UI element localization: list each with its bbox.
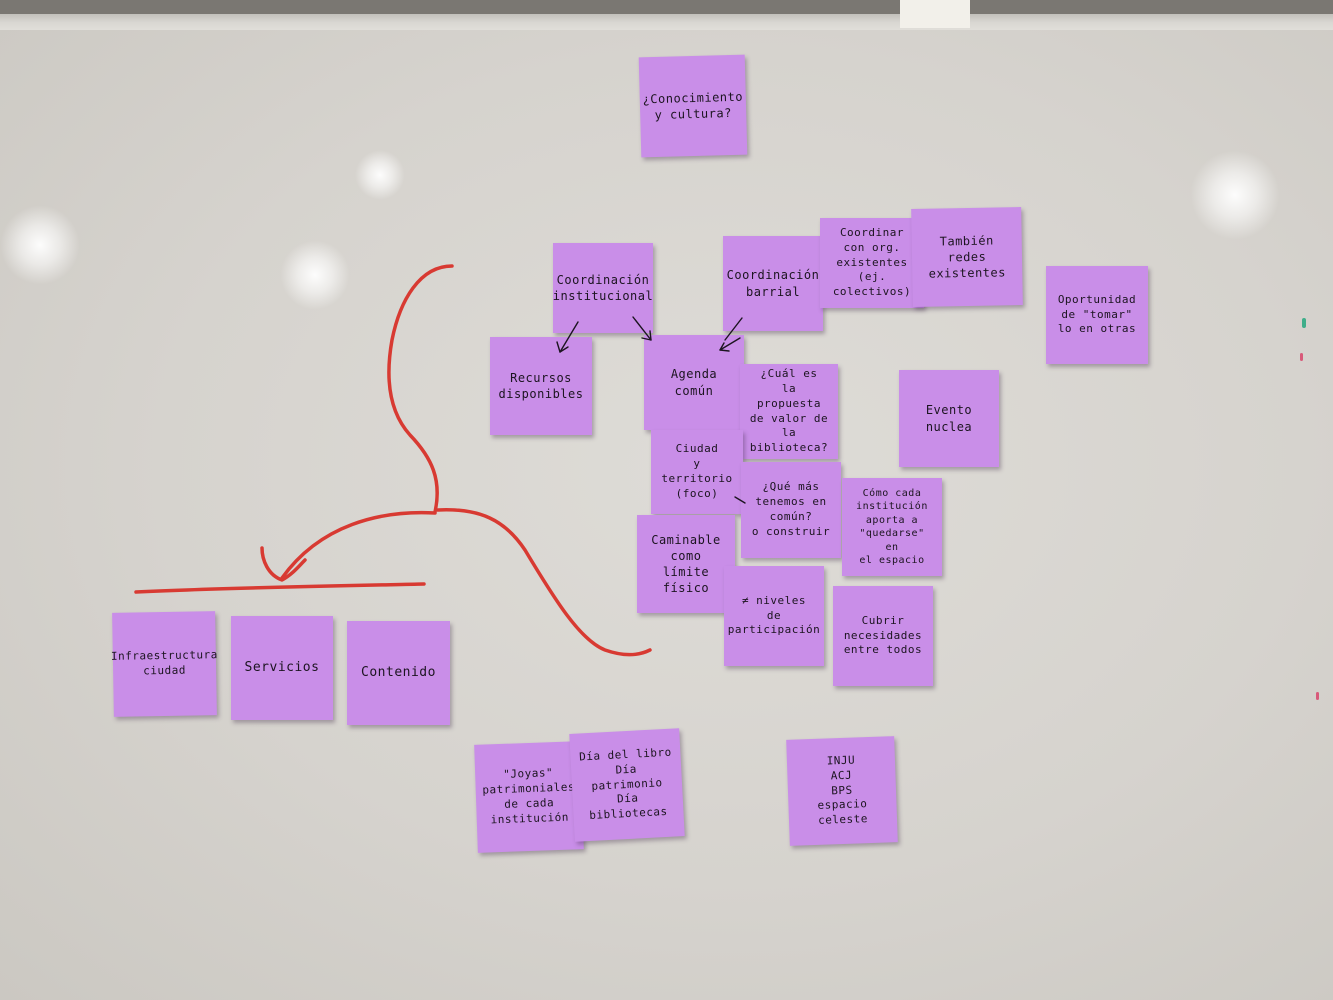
note-text: Contenido (361, 665, 436, 681)
sticky-note-inju: INJU ACJ BPS espacio celeste (786, 736, 898, 846)
sticky-note-coordinacion-institucional: Coordinación institucional (553, 243, 653, 333)
note-text: Cómo cada institución aporta a "quedarse… (856, 487, 928, 567)
sticky-note-tambien-redes: También redes existentes (911, 207, 1023, 307)
sticky-note-coordinacion-barrial: Coordinación barrial (723, 236, 823, 331)
sticky-note-cubrir: Cubrir necesidades entre todos (833, 586, 933, 686)
light-glare (0, 205, 80, 285)
note-text: Caminable como límite físico (651, 532, 721, 596)
sticky-note-oportunidad: Oportunidad de "tomar" lo en otras (1046, 266, 1148, 364)
note-text: Coordinación barrial (726, 268, 820, 299)
sticky-note-caminable: Caminable como límite físico (637, 515, 735, 613)
note-text: Recursos disponibles (498, 370, 584, 401)
sticky-note-que-mas: ¿Qué más tenemos en común? o construir (741, 462, 841, 558)
ceiling-light (900, 0, 970, 28)
note-text: "Joyas" patrimoniales de cada institució… (482, 766, 576, 827)
note-text: Ciudad y territorio (foco) (661, 442, 733, 500)
note-text: ¿Conocimiento y cultura? (642, 89, 744, 123)
marker-dash (1302, 318, 1306, 328)
note-text: ¿Qué más tenemos en común? o construir (751, 480, 831, 538)
sticky-note-coordinar-org: Coordinar con org. existentes (ej. colec… (820, 218, 924, 308)
sticky-note-dia-libro: Día del libro Día patrimonio Día bibliot… (569, 728, 685, 842)
note-text: También redes existentes (928, 233, 1007, 281)
note-text: Evento nuclea (925, 403, 973, 434)
sticky-note-conocimiento: ¿Conocimiento y cultura? (638, 54, 748, 158)
note-text: Oportunidad de "tomar" lo en otras (1057, 292, 1137, 336)
marker-dash (1300, 353, 1303, 361)
sticky-note-agenda: Agenda común (644, 335, 744, 430)
sticky-note-evento: Evento nuclea (899, 370, 999, 467)
sticky-note-joyas: "Joyas" patrimoniales de cada institució… (474, 741, 584, 853)
note-text: Coordinación institucional (552, 272, 654, 303)
light-glare (1190, 150, 1280, 240)
sticky-note-propuesta-valor: ¿Cuál es la propuesta de valor de la bib… (740, 364, 838, 459)
sticky-note-servicios: Servicios (231, 616, 333, 720)
light-glare (280, 240, 350, 310)
sticky-note-como-cada: Cómo cada institución aporta a "quedarse… (842, 478, 942, 576)
sticky-note-recursos: Recursos disponibles (490, 337, 592, 435)
sticky-note-infraestructura: Infraestructura ciudad (110, 611, 218, 717)
note-text: Agenda común (670, 367, 718, 398)
note-text: ≠ niveles de participación (727, 593, 821, 637)
note-text: Servicios (244, 660, 320, 676)
sticky-note-ciudad-territorio: Ciudad y territorio (foco) (651, 430, 743, 514)
note-text: ¿Cuál es la propuesta de valor de la bib… (749, 366, 829, 455)
light-glare (355, 150, 405, 200)
sticky-note-contenido: Contenido (347, 621, 450, 725)
note-text: Infraestructura ciudad (110, 648, 218, 678)
ceiling-edge (0, 0, 1333, 14)
note-text: Coordinar con org. existentes (ej. colec… (832, 225, 912, 299)
sticky-note-niveles: ≠ niveles de participación (724, 566, 824, 666)
note-text: Día del libro Día patrimonio Día bibliot… (578, 745, 672, 823)
marker-dash (1316, 692, 1319, 700)
note-text: Cubrir necesidades entre todos (843, 613, 923, 657)
note-text: INJU ACJ BPS espacio celeste (817, 753, 869, 828)
